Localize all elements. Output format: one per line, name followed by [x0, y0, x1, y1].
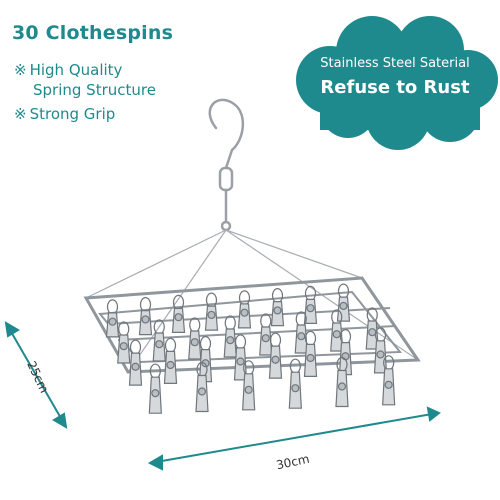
clothespin — [223, 315, 237, 358]
clothespin — [237, 290, 252, 329]
feature-marker: ※ — [14, 61, 27, 79]
clothespin — [188, 317, 202, 360]
clothespin — [268, 332, 283, 379]
clothespin — [163, 337, 178, 384]
clothespin — [204, 292, 219, 331]
badge-material-text: Stainless Steel Saterial — [320, 56, 470, 71]
clothespin — [138, 297, 153, 336]
clothespin — [336, 283, 351, 322]
clothespin — [303, 285, 318, 324]
clothespin — [171, 294, 186, 333]
badge-rust-text: Refuse to Rust — [320, 77, 470, 98]
clothespin — [117, 321, 131, 364]
feature-quality: ※High Quality Spring Structure — [14, 60, 156, 100]
feature-grip: ※Strong Grip — [14, 104, 115, 124]
clothespin — [365, 307, 379, 350]
clothespin — [152, 319, 166, 362]
clothespin — [382, 355, 396, 406]
clothespin — [303, 330, 318, 377]
feature-text: High Quality — [29, 61, 123, 79]
clothespin — [128, 339, 143, 386]
clothespin — [242, 360, 256, 411]
feature-text-continued: Spring Structure — [33, 81, 156, 99]
clothespin — [148, 363, 162, 414]
clothespin — [270, 288, 285, 327]
clothespin — [335, 356, 349, 408]
product-heading: 30 Clothespins — [12, 22, 174, 44]
clothespin — [105, 299, 120, 338]
clothespin — [259, 313, 273, 356]
clothespin — [288, 358, 302, 409]
feature-text: Strong Grip — [29, 105, 116, 123]
feature-marker: ※ — [14, 105, 27, 123]
clothespin — [195, 361, 209, 413]
